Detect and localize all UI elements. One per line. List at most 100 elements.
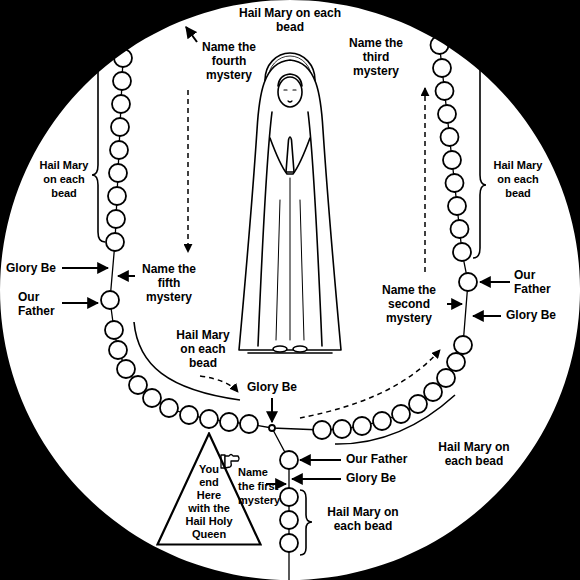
rosary-label: Glory Be [242, 380, 302, 394]
prayer-direction-arrow [424, 88, 426, 272]
rosary-bead [446, 174, 464, 192]
rosary-bead [438, 105, 456, 123]
rosary-bead [113, 72, 131, 90]
pointing-hand [225, 455, 239, 469]
rosary-bead [333, 420, 351, 438]
rosary-label: Glory Be [6, 261, 66, 275]
mary-figure [278, 77, 302, 107]
rosary-label: Glory Be [506, 308, 566, 322]
rosary-bead [117, 360, 135, 378]
rosary-bead [436, 82, 454, 100]
rosary-bead [441, 128, 459, 146]
rosary-bead [200, 410, 218, 428]
leader-arrow [480, 281, 510, 283]
rosary-label: Our Father [514, 268, 564, 296]
mary-figure [278, 74, 302, 86]
rosary-bead [437, 369, 455, 387]
rosary-chain [110, 0, 468, 430]
rosary-bead [108, 187, 126, 205]
prayer-direction-arrow [200, 376, 238, 392]
rosary-bead [448, 197, 466, 215]
rosary-bead [110, 141, 128, 159]
prayer-direction-arrow [300, 350, 440, 418]
end-triangle: You end Here with the Hail Holy Queen [156, 432, 262, 546]
rosary-label: Name the third mystery [345, 36, 407, 78]
leader-arrow [118, 275, 135, 277]
leader-arrow [447, 303, 462, 305]
rosary-label: Hail Mary on each bead [318, 505, 408, 533]
rosary-bead [454, 336, 472, 354]
mary-figure [273, 346, 287, 352]
rosary-bead [424, 383, 442, 401]
rosary-bead [433, 59, 451, 77]
rosary-bead [447, 353, 465, 371]
rosary-bead [112, 95, 130, 113]
mary-figure [293, 346, 307, 352]
mary-figure [286, 137, 294, 172]
rosary-bead [269, 425, 275, 431]
rosary-bead [160, 399, 178, 417]
rosary-bead [143, 389, 161, 407]
rosary-chain [110, 0, 468, 580]
rosary-label: Name the fifth mystery [138, 262, 200, 304]
rosary-label: Hail Mary on each bead [36, 158, 92, 200]
leader-arrow [300, 459, 341, 461]
leader-arrow [271, 398, 273, 422]
leader-arrow [473, 315, 501, 317]
brace [473, 52, 486, 258]
rosary-bead [443, 151, 461, 169]
rosary-bead [409, 395, 427, 413]
rosary-bead [313, 421, 331, 439]
rosary-label: Our Father [346, 452, 436, 466]
prayer-direction-arrow [188, 88, 440, 418]
leader-arrow [62, 267, 108, 269]
rosary-bead [280, 534, 298, 552]
rosary-bead [451, 220, 469, 238]
rosary-label: Hail Mary on each bead [232, 6, 348, 34]
rosary-bead [101, 291, 119, 309]
rosary-bead [392, 405, 410, 423]
mary-figure [276, 178, 304, 340]
rosary-bead [220, 413, 238, 431]
rosary-bead [101, 26, 477, 552]
rosary-bead [105, 321, 123, 339]
mary-figure [284, 90, 296, 102]
rosary-bead [280, 511, 298, 529]
rosary-bead [109, 341, 127, 359]
leader-arrow [292, 478, 341, 480]
brace [134, 322, 240, 400]
leader-arrow [186, 27, 197, 42]
rosary-label: Hail Mary on each bead [430, 440, 518, 468]
brace [300, 490, 312, 555]
brace [335, 395, 455, 444]
rosary-bead [111, 118, 129, 136]
end-instruction: You end Here with the Hail Holy Queen [185, 463, 232, 540]
rosary-label: Hail Mary on each bead [490, 158, 546, 200]
rosary-bead [107, 210, 125, 228]
rosary-label: Hail Mary on each bead [172, 328, 234, 370]
leader-arrow [62, 27, 510, 484]
mary-figure [239, 60, 341, 350]
prayer-direction-arrow [187, 90, 189, 252]
rosary-label: Our Father [18, 290, 68, 318]
mary-figure [248, 352, 332, 354]
rosary-bead [106, 233, 124, 251]
mary-figure [239, 53, 341, 353]
rosary-bead [453, 243, 471, 261]
mary-figure [270, 138, 310, 174]
rosary-label: Glory Be [346, 471, 436, 485]
rosary-bead [180, 406, 198, 424]
leader-arrow [62, 302, 98, 304]
rosary-bead [373, 412, 391, 430]
rosary-label: Name the second mystery [374, 283, 444, 325]
rosary-label: Name the fourth mystery [198, 40, 260, 82]
mary-figure [258, 112, 322, 346]
brace [92, 45, 486, 555]
rosary-bead [129, 376, 147, 394]
rosary-bead [109, 164, 127, 182]
triangle-text-area: You end Here with the Hail Holy Queen [156, 432, 262, 546]
rosary-bead [459, 273, 477, 291]
